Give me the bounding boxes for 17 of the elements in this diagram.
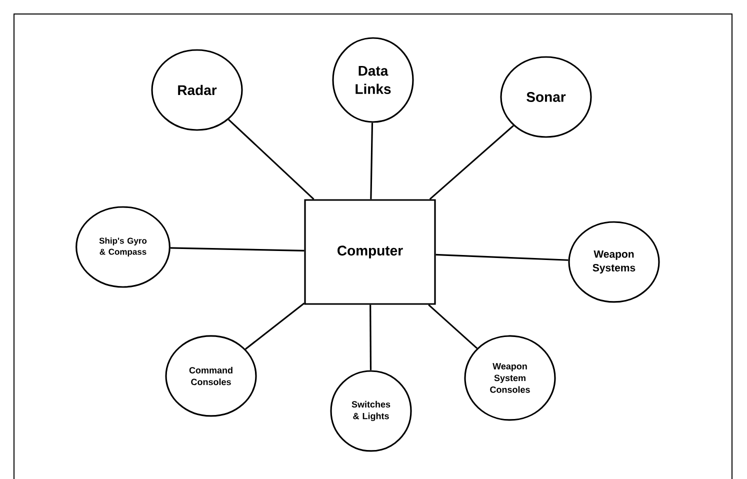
circle-node: Command Consoles bbox=[165, 335, 257, 417]
connector-line bbox=[429, 125, 514, 200]
circle-node: Data Links bbox=[332, 37, 414, 123]
circle-node: Weapon System Consoles bbox=[464, 335, 556, 421]
circle-node: Ship's Gyro & Compass bbox=[76, 206, 170, 288]
connector-line bbox=[170, 247, 304, 252]
connector-line bbox=[370, 304, 372, 370]
connector-line bbox=[436, 254, 568, 261]
circle-node: Radar bbox=[151, 49, 243, 131]
circle-node: Switches & Lights bbox=[330, 370, 412, 452]
circle-node: Weapon Systems bbox=[568, 221, 660, 303]
process-box: Computer bbox=[304, 199, 436, 305]
connector-line bbox=[370, 122, 374, 200]
connector-line bbox=[428, 304, 478, 349]
circle-node: Sonar bbox=[500, 56, 592, 138]
connector-line bbox=[228, 118, 314, 200]
connector-line bbox=[244, 302, 305, 350]
